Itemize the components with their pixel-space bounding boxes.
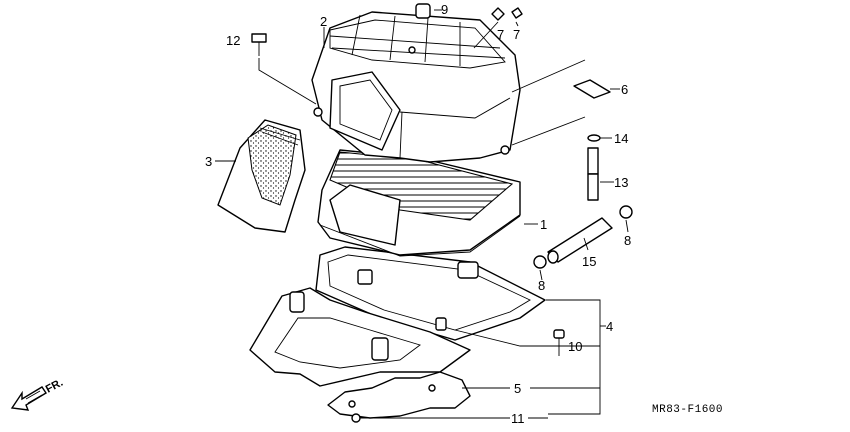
pad-6 (573, 79, 611, 99)
callout-15: 15 (582, 254, 596, 269)
air-cleaner-seal (249, 287, 471, 387)
callout-5: 5 (514, 381, 521, 396)
callout-8a: 8 (624, 233, 631, 248)
callout-2: 2 (320, 14, 327, 29)
callout-4: 4 (606, 319, 613, 334)
air-cleaner-cover (311, 11, 521, 163)
callout-6: 6 (621, 82, 628, 97)
callout-14: 14 (614, 131, 628, 146)
callout-11: 11 (511, 411, 525, 426)
front-label: FR. (44, 377, 65, 396)
callout-8b: 8 (538, 278, 545, 293)
callout-9: 9 (441, 2, 448, 17)
callout-7b: 7 (513, 27, 520, 42)
front-arrow-icon (10, 386, 47, 411)
air-funnel (217, 119, 306, 233)
diagram-code: MR83-F1600 (652, 404, 723, 416)
grommet-9 (415, 3, 431, 19)
clamp-8-upper (619, 205, 633, 219)
bolt-12 (251, 33, 267, 56)
callout-3: 3 (205, 154, 212, 169)
callout-10: 10 (568, 339, 582, 354)
air-filter-element (317, 149, 521, 257)
front-direction-indicator: FR. (10, 377, 65, 411)
leader-lines (215, 9, 629, 419)
bolt-10 (553, 329, 565, 356)
callout-1: 1 (540, 217, 547, 232)
tube-13 (587, 147, 599, 201)
callout-12: 12 (226, 33, 240, 48)
clamp-8-lower (533, 255, 547, 269)
clips-7 (491, 7, 523, 21)
callout-13: 13 (614, 175, 628, 190)
callout-labels: 1 2 3 4 5 6 7 7 8 8 9 10 11 12 13 14 15 (205, 2, 631, 426)
callout-7a: 7 (497, 27, 504, 42)
clip-14 (587, 134, 601, 142)
hose-15 (547, 217, 613, 264)
